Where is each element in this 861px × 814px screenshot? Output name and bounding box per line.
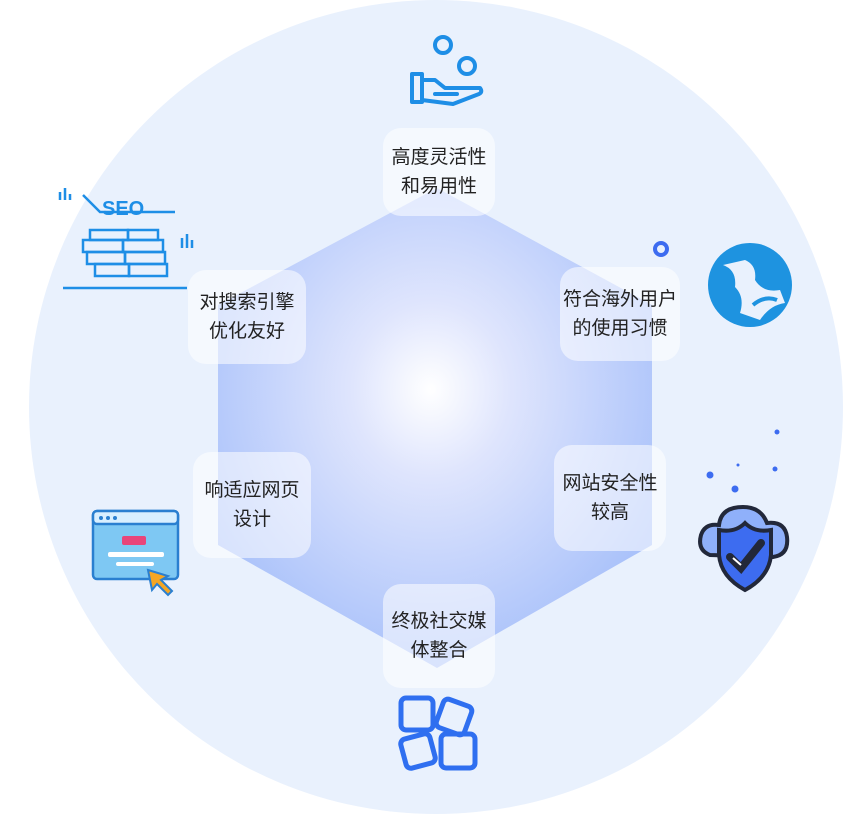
feature-social-media: 终极社交媒 体整合 — [383, 584, 495, 688]
seo-wall-icon: SEO — [58, 188, 194, 290]
feature-responsive: 响适应网页 设计 — [193, 452, 311, 558]
feature-text: 的使用习惯 — [572, 317, 668, 339]
feature-text: 高度灵活性 — [391, 146, 487, 168]
feature-text: 符合海外用户 — [562, 288, 677, 310]
feature-security: 网站安全性 较高 — [554, 445, 666, 551]
feature-overseas-habits: 符合海外用户 的使用习惯 — [560, 267, 680, 361]
social-blocks-icon — [398, 695, 478, 771]
feature-text: 对搜索引擎 — [199, 291, 295, 313]
feature-seo: 对搜索引擎 优化友好 — [188, 270, 306, 364]
globe-icon — [653, 241, 792, 327]
feature-text: 设计 — [232, 508, 271, 530]
feature-text: 终极社交媒 — [391, 610, 487, 632]
feature-text: 响适应网页 — [204, 479, 300, 501]
hand-coins-icon — [410, 35, 484, 106]
feature-text: 和易用性 — [400, 175, 477, 197]
feature-text: 较高 — [590, 501, 629, 523]
browser-window-icon — [91, 509, 180, 597]
cloud-shield-icon — [698, 429, 790, 593]
feature-flexibility: 高度灵活性 和易用性 — [383, 128, 495, 216]
feature-text: 网站安全性 — [562, 472, 658, 494]
feature-text: 优化友好 — [208, 320, 285, 342]
feature-text: 体整合 — [410, 639, 468, 661]
seo-text: SEO — [102, 198, 144, 220]
center-hexagon — [218, 188, 652, 668]
